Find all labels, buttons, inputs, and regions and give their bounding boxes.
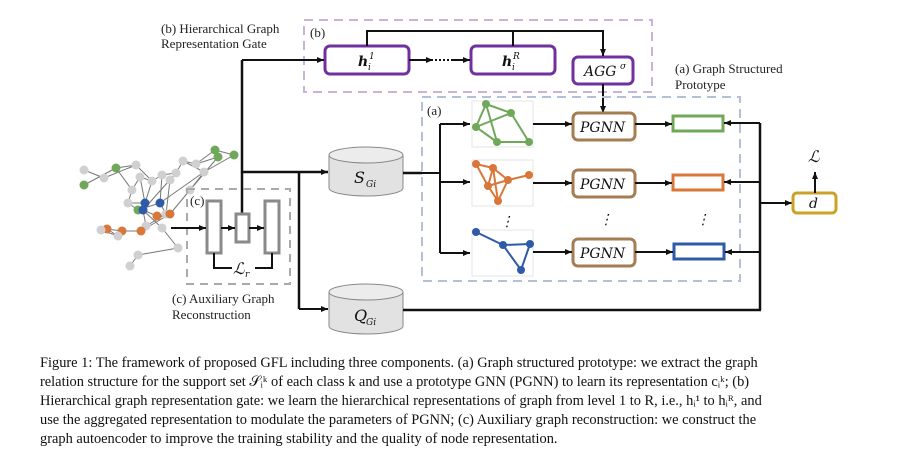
input-graph-node: [138, 205, 148, 215]
framework-diagram: (b) Hierarchical Graph Representation Ga…: [79, 19, 838, 335]
input-graph-node: [123, 198, 133, 208]
input-graph-node: [135, 172, 145, 182]
gate-dashed-box: [303, 19, 653, 93]
prototype-vector-blue: [672, 242, 726, 261]
input-graph-node: [131, 160, 141, 170]
input-graph-edge: [169, 189, 191, 215]
encoder-layer: [205, 199, 223, 255]
caption-line-3: Hierarchical graph representation gate: …: [40, 393, 762, 409]
agg-sup: σ: [620, 62, 627, 72]
input-graph-edge: [103, 164, 137, 179]
query-set-base: Q: [354, 306, 367, 325]
recon-title-line2: Reconstruction: [172, 307, 251, 322]
input-graph-edge: [203, 154, 235, 173]
input-graph-node: [79, 165, 89, 175]
class-graph-orange: [471, 159, 534, 207]
caption-line-5: graph autoencoder to improve the trainin…: [40, 431, 558, 447]
recon-tag: (c): [190, 193, 204, 208]
input-graph-node: [229, 150, 239, 160]
input-graph-node: [213, 152, 223, 162]
gate-title-line2: Representation Gate: [161, 36, 267, 51]
hR-sup: R: [512, 52, 520, 62]
recon-title-line1: (c) Auxiliary Graph: [172, 291, 275, 306]
agg-base: AGG: [582, 64, 616, 80]
input-graph-node: [173, 243, 183, 253]
class-graph-green: [471, 100, 534, 148]
proto-dashed-box: [421, 96, 741, 282]
gate-tag: (b): [310, 25, 325, 40]
query-set-database: Q Gi: [328, 283, 404, 335]
h1-base: h: [358, 54, 368, 70]
input-graph-node: [140, 198, 150, 208]
input-graph-node: [210, 145, 220, 155]
prototype-vector-green: [671, 114, 725, 133]
input-graph-node: [111, 163, 121, 173]
input-graph-node: [152, 211, 162, 221]
input-graph-node: [157, 170, 167, 180]
input-graph-node: [127, 185, 137, 195]
input-graph: [79, 145, 239, 271]
input-graph-node: [147, 176, 157, 186]
caption-line-2: relation structure for the support set 𝒮…: [40, 374, 750, 390]
input-graph-node: [96, 225, 106, 235]
vector-ellipsis: ⋮: [696, 212, 710, 228]
gate-title-line1: (b) Hierarchical Graph: [161, 21, 280, 36]
figure-caption: Figure 1: The framework of proposed GFL …: [40, 354, 890, 449]
input-graph-edge: [137, 247, 179, 256]
input-graph-node: [165, 209, 175, 219]
input-graph-edge: [115, 167, 133, 191]
query-set-sub: Gi: [366, 318, 376, 328]
pgnn-node-1: PGNN: [571, 111, 637, 142]
pgnn-node-2: PGNN: [571, 168, 637, 199]
recon-loss-base: ℒ: [233, 259, 245, 278]
support-set-sub: Gi: [366, 180, 376, 190]
proto-title-line2: Prototype: [675, 77, 726, 92]
input-graph-node: [113, 231, 123, 241]
input-graph-node: [199, 167, 209, 177]
recon-loss-sub: r: [245, 270, 250, 280]
support-set-database: S Gi: [328, 146, 404, 197]
hR-base: h: [502, 54, 512, 70]
pgnn-label-3: PGNN: [579, 246, 626, 262]
pgnn-node-3: PGNN: [571, 237, 637, 268]
input-graph-node: [155, 198, 165, 208]
support-set-base: S: [354, 168, 365, 187]
pgnn-ellipsis: ⋮: [599, 212, 613, 228]
distance-label: d: [809, 196, 818, 212]
input-graph-edge: [159, 171, 205, 204]
latent-layer: [234, 212, 251, 244]
decoder-layer: [263, 199, 281, 255]
hR-sub: i: [512, 63, 515, 73]
pgnn-label-2: PGNN: [579, 177, 626, 193]
input-graph-node: [133, 250, 143, 260]
input-graph-node: [79, 180, 89, 190]
prototype-vector-orange: [671, 173, 725, 192]
input-graph-edge: [159, 174, 163, 204]
proto-tag: (a): [427, 103, 441, 118]
graph-ellipsis: ⋮: [500, 214, 514, 230]
h1-sup: 1: [369, 52, 375, 62]
input-graph-node: [165, 175, 175, 185]
input-graph-node: [99, 173, 109, 183]
caption-line-4: use the aggregated representation to mod…: [40, 412, 757, 428]
pgnn-label-1: PGNN: [579, 120, 626, 136]
input-graph-node: [157, 223, 167, 233]
class-graph-blue: [471, 228, 534, 277]
h1-sub: i: [368, 63, 371, 73]
input-graph-node: [125, 261, 135, 271]
input-graph-node: [171, 168, 181, 178]
loss-label: ℒ: [808, 147, 820, 166]
caption-line-1: Figure 1: The framework of proposed GFL …: [40, 355, 758, 371]
input-graph-node: [136, 226, 146, 236]
proto-title-line1: (a) Graph Structured: [675, 61, 783, 76]
input-graph-node: [178, 156, 188, 166]
input-graph-node: [191, 159, 201, 169]
